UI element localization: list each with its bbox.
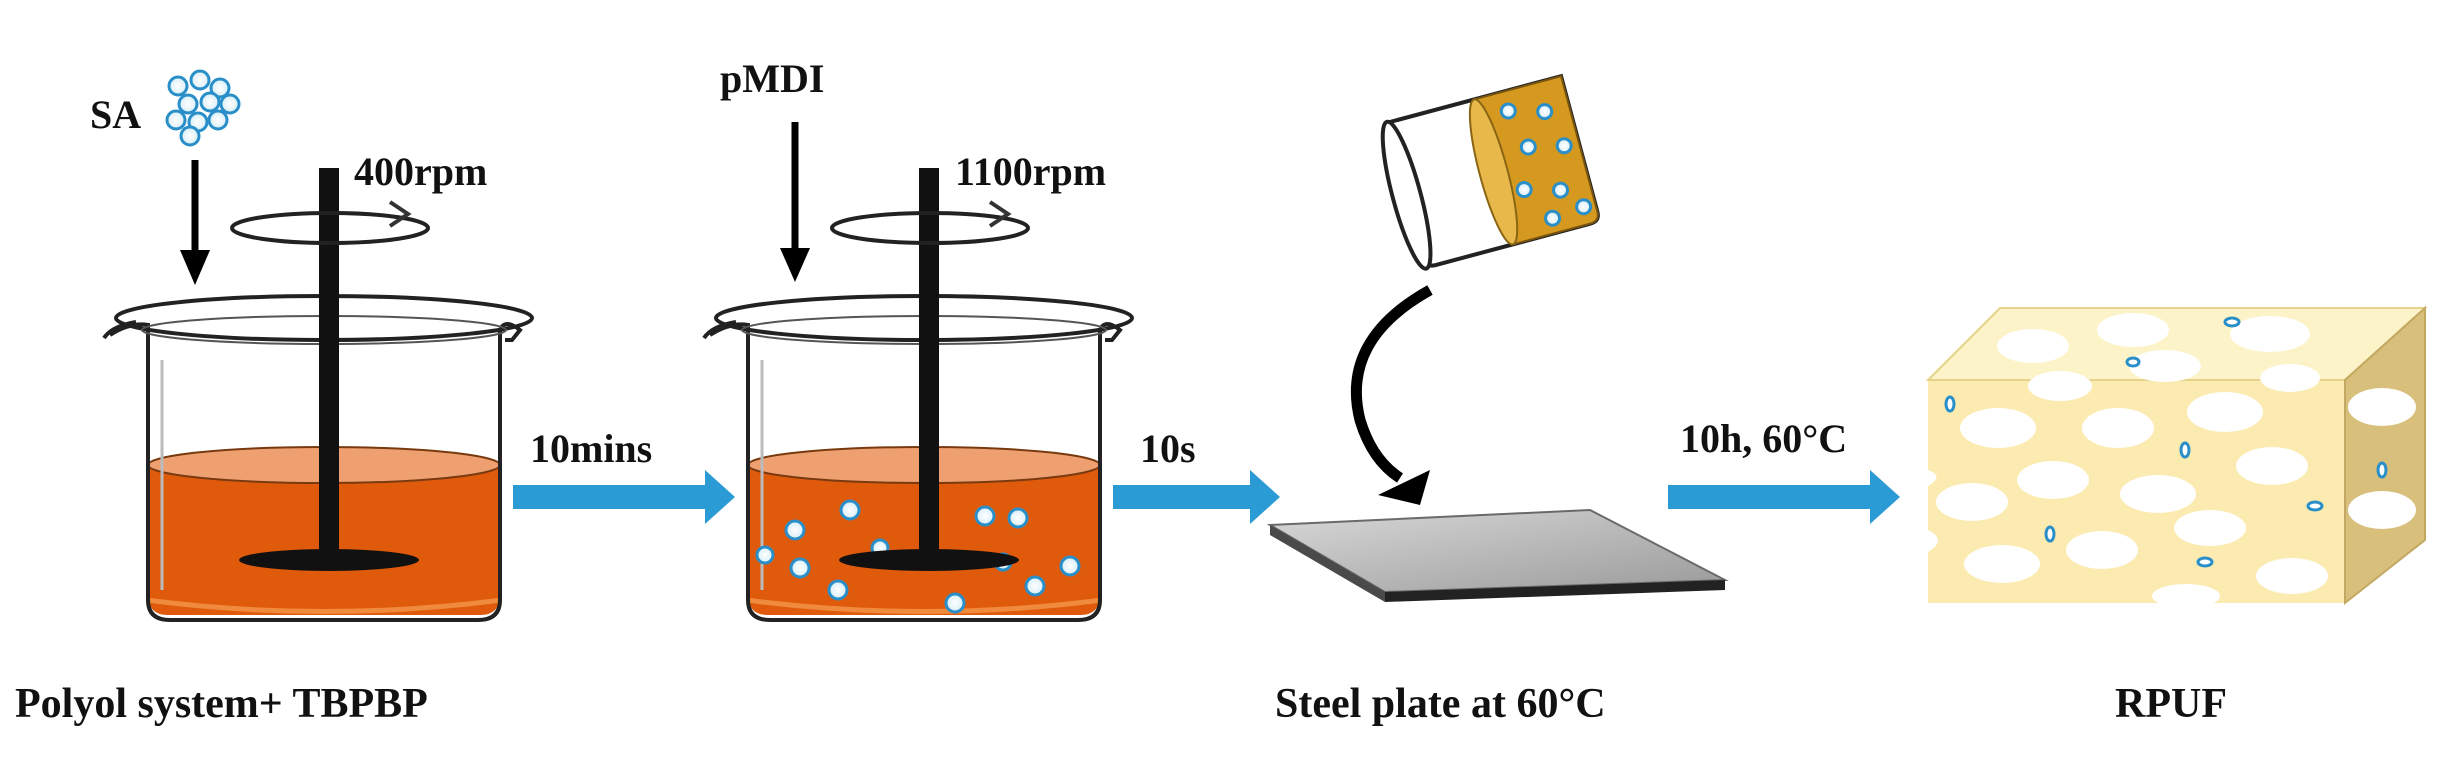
- sa-particle-cluster: [165, 69, 241, 147]
- rpuf-foam-block: [1925, 305, 2428, 608]
- stirrer-1: [230, 168, 430, 571]
- pmdi-label: pMDI: [720, 56, 824, 101]
- speed-label-2: 1100rpm: [955, 149, 1106, 194]
- pmdi-feed-arrow: [780, 122, 810, 282]
- caption-steel-plate: Steel plate at 60°C: [1275, 681, 1606, 727]
- speed-label-1: 400rpm: [354, 149, 487, 194]
- sa-feed-arrow: [180, 160, 210, 285]
- pouring-arrow: [1350, 285, 1433, 505]
- time-label-2: 10s: [1140, 426, 1196, 471]
- beaker-polyol: [102, 294, 534, 622]
- stirrer-2: [830, 168, 1030, 571]
- process-arrow-3: [1668, 470, 1900, 524]
- time-label-1: 10mins: [530, 426, 652, 471]
- pouring-cup: [1380, 73, 1600, 271]
- process-arrow-2: [1113, 470, 1280, 524]
- caption-polyol: Polyol system+ TBPBP: [15, 681, 428, 727]
- sa-label: SA: [90, 92, 141, 137]
- caption-rpuf: RPUF: [2115, 681, 2227, 727]
- process-arrow-1: [513, 470, 735, 524]
- cure-label: 10h, 60°C: [1680, 416, 1847, 461]
- sa-particles-in-mixture: [755, 499, 1081, 614]
- steel-plate: [1266, 508, 1729, 602]
